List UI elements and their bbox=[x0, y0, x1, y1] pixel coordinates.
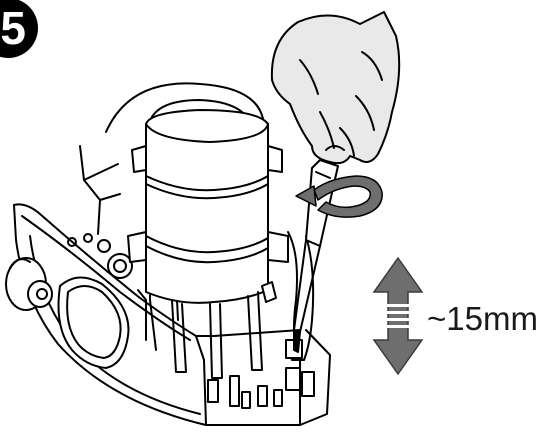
step-number-badge: 5 bbox=[0, 0, 38, 58]
rotate-arrow-icon bbox=[295, 175, 383, 218]
motor-cylinder bbox=[105, 82, 289, 379]
measurement-label: ~15mm bbox=[427, 300, 538, 337]
up-down-arrow-icon bbox=[372, 256, 424, 376]
hand bbox=[270, 11, 401, 165]
step-number: 5 bbox=[0, 2, 26, 54]
